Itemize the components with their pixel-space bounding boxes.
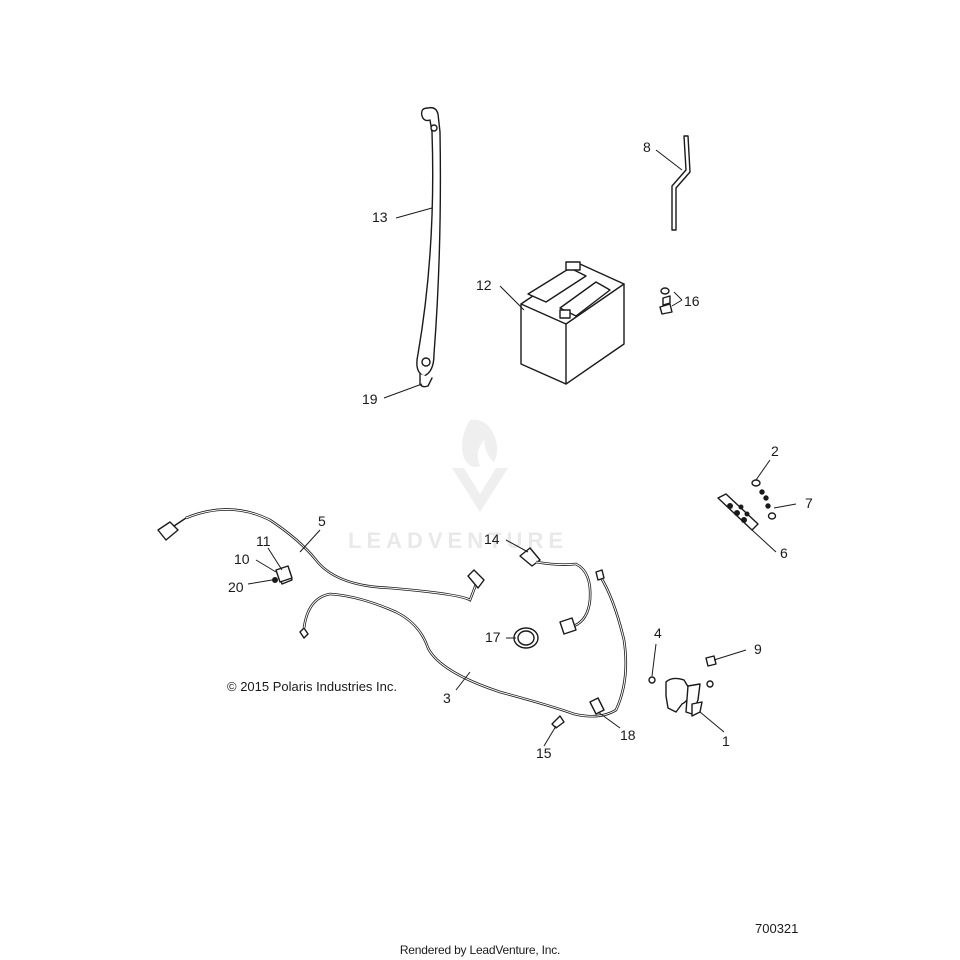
screw-nut-set	[659, 287, 673, 315]
callout-16: 16	[684, 293, 700, 309]
diagram-id: 700321	[755, 921, 799, 936]
callout-11: 11	[256, 533, 271, 549]
callout-20: 20	[228, 579, 244, 595]
watermark-text: LEADVENTURE	[348, 528, 568, 553]
callout-1: 1	[722, 733, 730, 749]
callout-3: 3	[443, 690, 451, 706]
callout-18: 18	[620, 727, 636, 743]
callout-4: 4	[654, 625, 662, 641]
callout-6: 6	[780, 545, 788, 561]
battery-strap	[416, 106, 442, 388]
cable	[299, 569, 628, 718]
callout-15: 15	[536, 745, 552, 761]
leader-lines	[247, 149, 797, 747]
bracket	[671, 135, 691, 231]
terminal-block	[717, 479, 777, 531]
copyright-notice: © 2015 Polaris Industries Inc.	[227, 679, 397, 694]
callout-2: 2	[771, 443, 779, 459]
cable-tie	[589, 697, 605, 715]
battery	[520, 261, 625, 385]
fastener	[551, 715, 565, 729]
callout-7: 7	[805, 495, 813, 511]
callout-5: 5	[318, 513, 326, 529]
callout-13: 13	[372, 209, 388, 225]
small-hardware	[272, 565, 293, 583]
callout-19: 19	[362, 391, 378, 407]
relay-switch	[648, 655, 717, 717]
callout-9: 9	[754, 641, 762, 657]
cable-boot	[519, 547, 592, 635]
callout-12: 12	[476, 277, 492, 293]
watermark-logo: LEADVENTURE	[348, 419, 568, 553]
wire-harness	[157, 508, 485, 602]
callout-8: 8	[643, 139, 651, 155]
callout-labels: 1 2 3 4 5 6 7 8 9 10 11 12 13 14 15 16 1…	[228, 139, 813, 761]
rendered-by-credit: Rendered by LeadVenture, Inc.	[399, 943, 561, 957]
callout-10: 10	[234, 551, 250, 567]
clamp-ring	[513, 627, 539, 649]
callout-17: 17	[485, 629, 501, 645]
callout-14: 14	[484, 531, 500, 547]
